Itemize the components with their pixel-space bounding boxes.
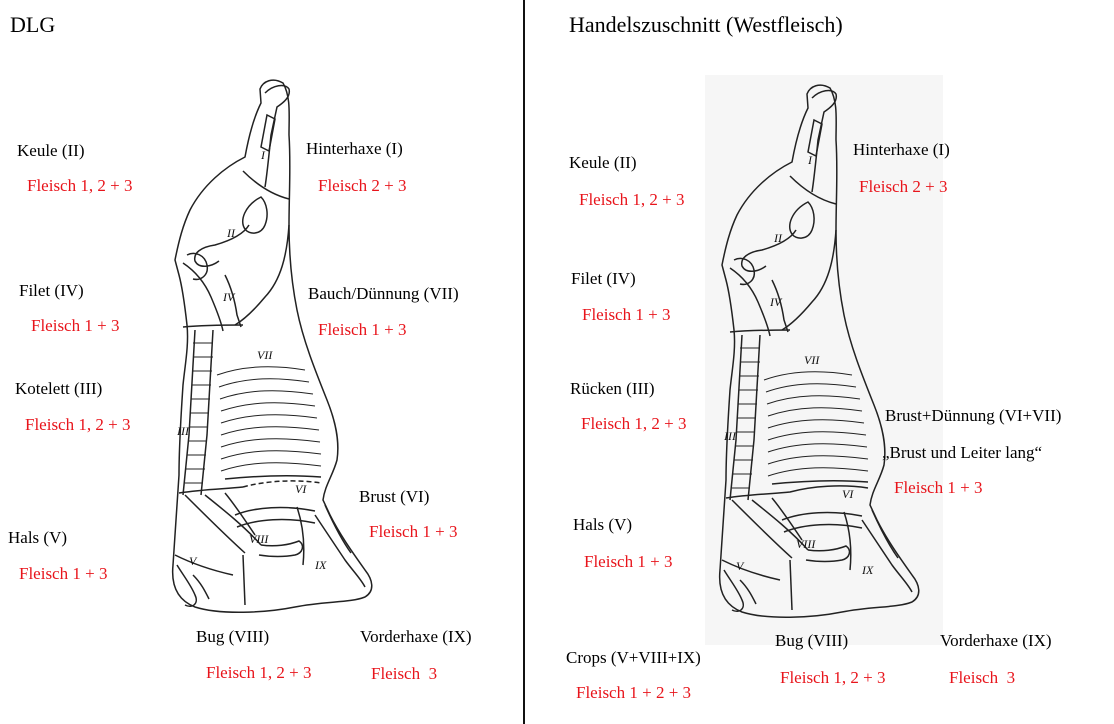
left-filet-label: Filet (IV) [19, 281, 84, 301]
section-VII-numeral: VII [257, 348, 273, 362]
right-hals-meat: Fleisch 1 + 3 [584, 552, 672, 572]
section-VI-numeral: VI [295, 482, 307, 496]
right-bug-label: Bug (VIII) [775, 631, 848, 651]
left-brust-label: Brust (VI) [359, 487, 429, 507]
section-VIII-numeral: VIII [796, 537, 816, 551]
left-keule-meat: Fleisch 1, 2 + 3 [27, 176, 132, 196]
right-ruecken-label: Rücken (III) [570, 379, 655, 399]
section-I-numeral: I [260, 148, 266, 162]
left-vorderhaxe-label: Vorderhaxe (IX) [360, 627, 472, 647]
left-filet-meat: Fleisch 1 + 3 [31, 316, 119, 336]
right-filet-meat: Fleisch 1 + 3 [582, 305, 670, 325]
section-VII-numeral: VII [804, 353, 820, 367]
section-VIII-numeral: VIII [249, 532, 269, 546]
right-crops-meat: Fleisch 1 + 2 + 3 [576, 683, 691, 703]
left-bauch-label: Bauch/Dünnung (VII) [308, 284, 459, 304]
section-IX-numeral: IX [861, 563, 874, 577]
right-keule-meat: Fleisch 1, 2 + 3 [579, 190, 684, 210]
boundary-III-IV [730, 330, 790, 332]
left-kotelett-label: Kotelett (III) [15, 379, 102, 399]
left-hinterhaxe-meat: Fleisch 2 + 3 [318, 176, 406, 196]
boundary-III-IV [183, 325, 243, 327]
boundary-II-IV [235, 225, 289, 325]
right-vorderhaxe-label: Vorderhaxe (IX) [940, 631, 1052, 651]
section-V-numeral: V [736, 559, 745, 573]
left-bug-label: Bug (VIII) [196, 627, 269, 647]
left-carcass-diagram: I II IV VII III VI VIII V IX [165, 75, 375, 635]
right-hinterhaxe-label: Hinterhaxe (I) [853, 140, 950, 160]
section-I-numeral: I [807, 153, 813, 167]
right-ruecken-meat: Fleisch 1, 2 + 3 [581, 414, 686, 434]
left-hals-label: Hals (V) [8, 528, 67, 548]
left-bauch-meat: Fleisch 1 + 3 [318, 320, 406, 340]
left-panel-title: DLG [10, 12, 55, 38]
panel-divider [523, 0, 525, 724]
carcass-outline [720, 85, 919, 617]
left-brust-meat: Fleisch 1 + 3 [369, 522, 457, 542]
section-IV-numeral: IV [222, 290, 236, 304]
right-keule-label: Keule (II) [569, 153, 637, 173]
boundary-VIII-IX [297, 507, 304, 565]
right-brust-leiter-note: „Brust und Leiter lang“ [882, 443, 1042, 463]
right-bug-meat: Fleisch 1, 2 + 3 [780, 668, 885, 688]
right-filet-label: Filet (IV) [571, 269, 636, 289]
right-hinterhaxe-meat: Fleisch 2 + 3 [859, 177, 947, 197]
section-IX-numeral: IX [314, 558, 327, 572]
carcass-outline [173, 80, 372, 612]
section-III-numeral: III [176, 424, 190, 438]
boundary-VI-VII [225, 476, 321, 479]
boundary-II-IV [782, 230, 836, 330]
left-vorderhaxe-meat: Fleisch 3 [371, 664, 437, 684]
section-V-numeral: V [189, 554, 198, 568]
right-panel-title: Handelszuschnitt (Westfleisch) [569, 12, 843, 38]
boundary-III-V [179, 487, 243, 493]
right-crops-label: Crops (V+VIII+IX) [566, 648, 701, 668]
left-kotelett-meat: Fleisch 1, 2 + 3 [25, 415, 130, 435]
left-bug-meat: Fleisch 1, 2 + 3 [206, 663, 311, 683]
right-vorderhaxe-meat: Fleisch 3 [949, 668, 1015, 688]
right-hals-label: Hals (V) [573, 515, 632, 535]
left-hals-meat: Fleisch 1 + 3 [19, 564, 107, 584]
section-II-numeral: II [773, 231, 783, 245]
section-VI-numeral: VI [842, 487, 854, 501]
left-keule-label: Keule (II) [17, 141, 85, 161]
boundary-V-VIII [175, 555, 233, 575]
right-brust-duennung-label: Brust+Dünnung (VI+VII) [885, 406, 1061, 426]
right-carcass-diagram: I II IV VII III VI VIII V IX [712, 80, 922, 640]
section-IV-numeral: IV [769, 295, 783, 309]
left-hinterhaxe-label: Hinterhaxe (I) [306, 139, 403, 159]
section-II-numeral: II [226, 226, 236, 240]
right-brust-duennung-meat: Fleisch 1 + 3 [894, 478, 982, 498]
section-III-numeral: III [723, 429, 737, 443]
